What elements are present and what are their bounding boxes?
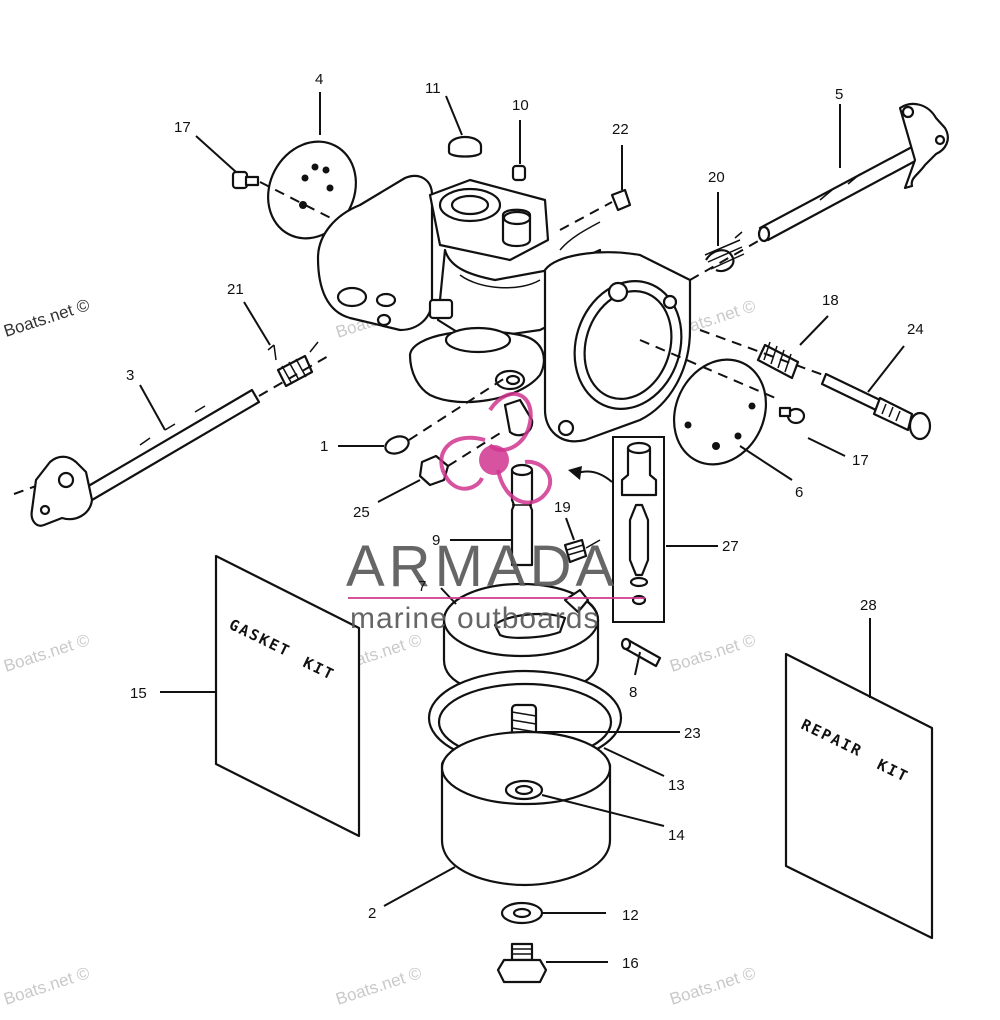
callout-label: 8 bbox=[629, 684, 637, 701]
armada-logo: ARMADA marine outboards bbox=[346, 391, 645, 635]
screw-upper-left bbox=[231, 170, 260, 190]
welch-plug bbox=[447, 135, 483, 158]
logo-propeller-blade bbox=[496, 459, 552, 505]
callout-label: 23 bbox=[684, 725, 701, 742]
callout-label: 13 bbox=[668, 777, 685, 794]
callout-label: 24 bbox=[907, 321, 924, 338]
watermark-text: Boats.net © bbox=[1, 295, 92, 341]
main-nozzle bbox=[510, 463, 534, 567]
callout-label: 27 bbox=[722, 538, 739, 555]
callout-label: 15 bbox=[130, 685, 147, 702]
repair-kit-card: REPAIR KIT bbox=[784, 652, 934, 940]
logo-propeller-blade bbox=[439, 435, 486, 491]
float-bowl bbox=[440, 730, 612, 887]
callout-label: 9 bbox=[432, 532, 440, 549]
callout-label: 19 bbox=[554, 499, 571, 516]
callout-label: 17 bbox=[852, 452, 869, 469]
choke-spring bbox=[704, 231, 745, 273]
clip bbox=[384, 377, 506, 455]
callout-label: 17 bbox=[174, 119, 191, 136]
needle-arrowhead bbox=[568, 466, 582, 480]
choke-plate bbox=[672, 358, 768, 466]
callout-label: 11 bbox=[425, 80, 441, 97]
throttle-shaft bbox=[13, 388, 261, 527]
callout-label: 5 bbox=[835, 86, 843, 103]
small-cap bbox=[511, 164, 527, 182]
watermark-text: Boats.net © bbox=[1, 630, 92, 676]
float-pin bbox=[620, 637, 662, 668]
watermark-text: Boats.net © bbox=[667, 630, 758, 676]
idle-mixture-screw bbox=[820, 372, 932, 441]
callout-label: 1 bbox=[320, 438, 328, 455]
gasket-kit-card: GASKET KIT bbox=[214, 554, 361, 838]
logo-wordmark: ARMADA bbox=[346, 534, 618, 599]
callout-label: 22 bbox=[612, 121, 629, 138]
watermark-text: Boats.net © bbox=[333, 963, 424, 1009]
callout-label: 2 bbox=[368, 905, 376, 922]
idle-spring bbox=[756, 341, 800, 380]
logo-tagline: marine outboards bbox=[350, 602, 599, 635]
callout-label: 25 bbox=[353, 504, 370, 521]
callout-label: 21 bbox=[227, 281, 244, 298]
callout-label: 12 bbox=[622, 907, 639, 924]
screw-right bbox=[778, 406, 806, 425]
callout-label: 6 bbox=[795, 484, 803, 501]
float-spring bbox=[563, 538, 601, 564]
float bbox=[442, 582, 600, 697]
leader-lines bbox=[139, 92, 905, 963]
callout-labels: 4 17 11 10 22 5 20 21 3 1 25 9 7 19 27 1… bbox=[126, 71, 924, 972]
drain-plug bbox=[496, 942, 548, 984]
callout-label: 3 bbox=[126, 367, 134, 384]
callout-label: 10 bbox=[512, 97, 529, 114]
drain-washer bbox=[500, 901, 544, 925]
callout-label: 7 bbox=[418, 578, 426, 595]
logo-propeller-hub bbox=[479, 445, 509, 475]
carburetor-body bbox=[316, 174, 692, 443]
inlet-needle-kit bbox=[612, 436, 665, 623]
watermark-text: Boats.net © bbox=[1, 963, 92, 1009]
callout-label: 16 bbox=[622, 955, 639, 972]
watermark-text: Boats.net © bbox=[667, 963, 758, 1009]
callout-label: 20 bbox=[708, 169, 725, 186]
callout-label: 4 bbox=[315, 71, 323, 88]
callout-label: 28 bbox=[860, 597, 877, 614]
choke-shaft bbox=[757, 102, 949, 243]
callout-label: 14 bbox=[668, 827, 685, 844]
fitting bbox=[559, 188, 632, 231]
throttle-spring bbox=[267, 341, 319, 388]
callout-label: 18 bbox=[822, 292, 839, 309]
